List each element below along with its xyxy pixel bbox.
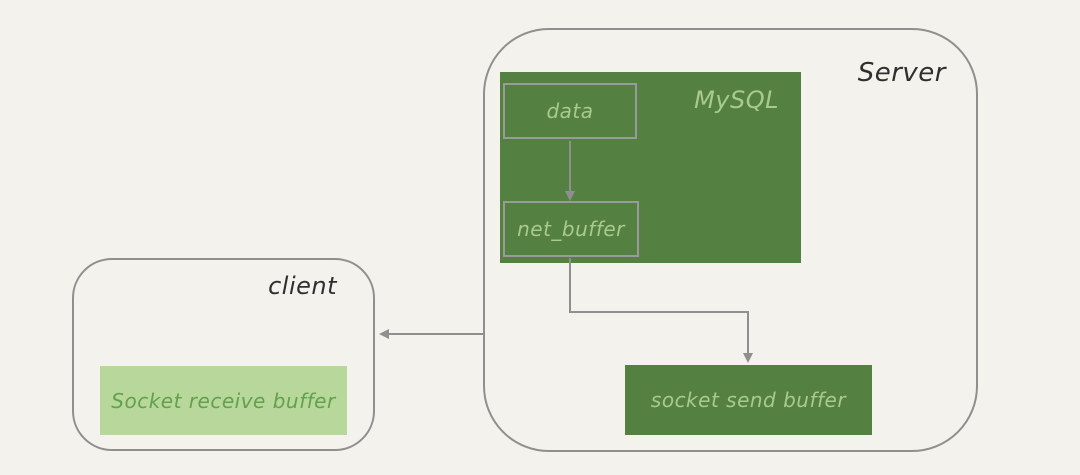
server-container: Server [483, 28, 978, 452]
mysql-label: MySQL [694, 86, 779, 114]
data-box-label: data [546, 99, 594, 123]
net-buffer-box: net_buffer [503, 201, 639, 257]
server-label: Server [857, 58, 946, 88]
socket-send-buffer-box: socket send buffer [625, 365, 872, 435]
socket-receive-buffer-box: Socket receive buffer [100, 366, 347, 435]
client-label: client [268, 272, 337, 300]
net-buffer-box-label: net_buffer [517, 217, 625, 241]
socket-receive-buffer-label: Socket receive buffer [111, 388, 336, 413]
socket-send-buffer-label: socket send buffer [650, 388, 847, 412]
client-container: client [72, 258, 375, 451]
mysql-block: MySQL data net_buffer [500, 72, 801, 263]
data-box: data [503, 83, 637, 139]
